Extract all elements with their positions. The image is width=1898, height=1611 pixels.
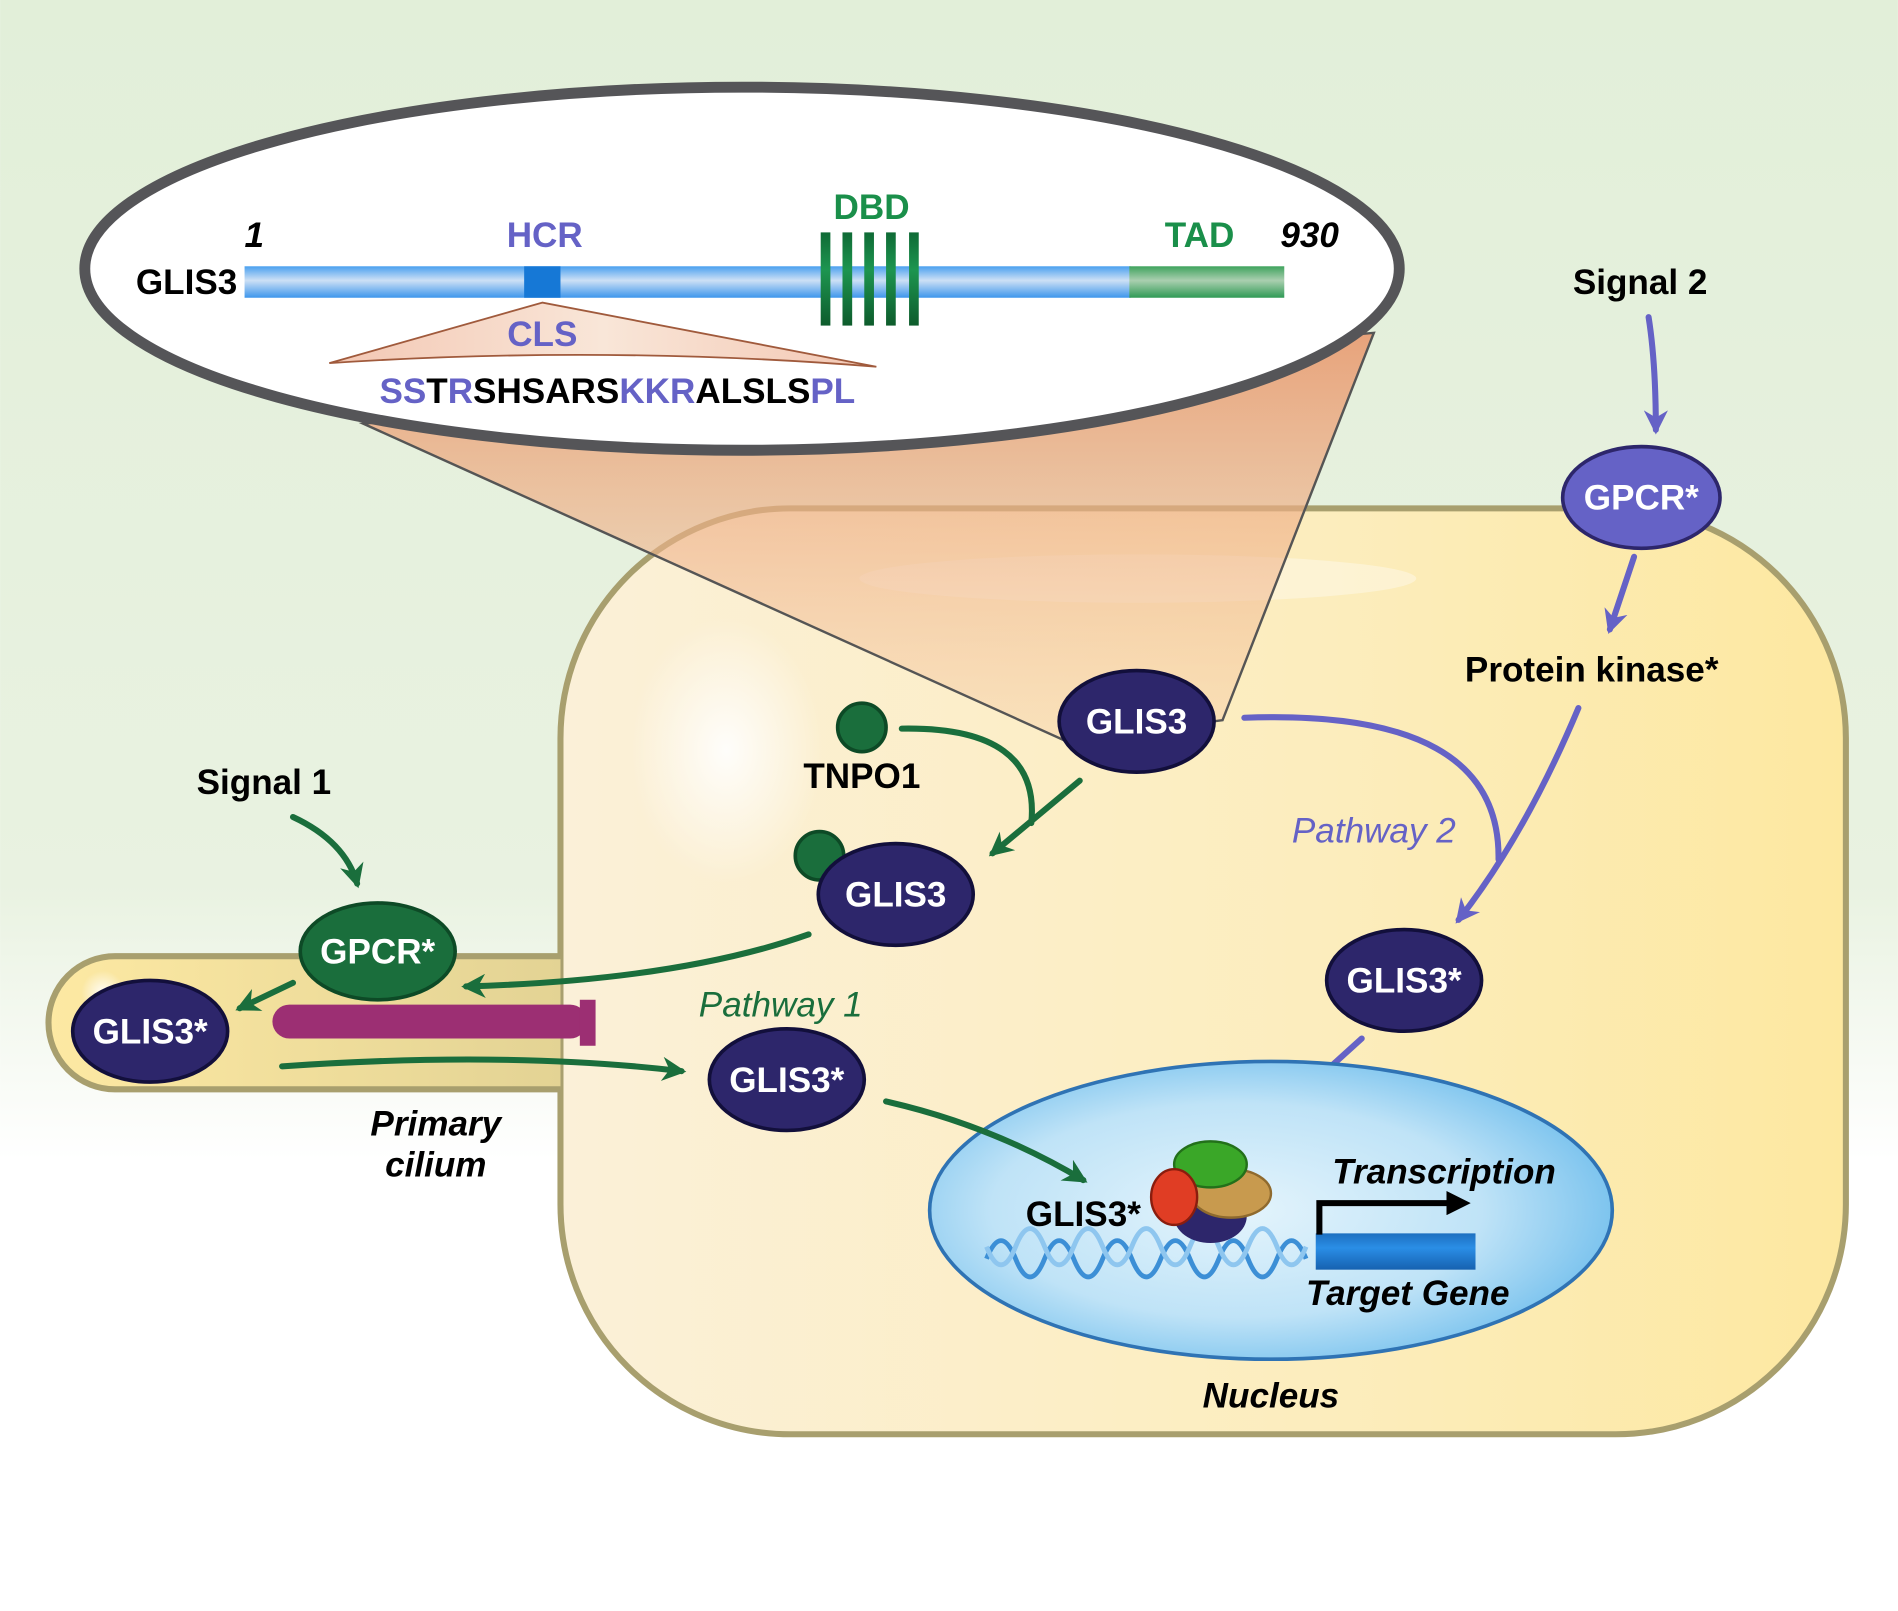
tad-domain [1129, 266, 1285, 298]
gpcr-purple-node: GPCR* [1560, 444, 1722, 551]
glis3-bound-label: GLIS3 [845, 876, 946, 915]
glis3-pathway2-node: GLIS3* [1324, 927, 1484, 1034]
seq-segment: R [448, 372, 473, 411]
primary-cilium-label-2: cilium [385, 1145, 486, 1184]
cls-label: CLS [507, 315, 577, 354]
glis3-cilium-label: GLIS3* [93, 1012, 208, 1051]
seq-segment: SS [379, 372, 426, 411]
inhibition-bar-cap [579, 999, 596, 1046]
glis3-to-dna-green-arrow [883, 1098, 1088, 1184]
tad-label: TAD [1165, 216, 1235, 255]
seq-segment: T [426, 372, 448, 411]
dbd-zinc-fingers [820, 232, 919, 326]
glis3-cilium-node: GLIS3* [70, 978, 230, 1084]
glis3-bound-node: GLIS3 [816, 841, 976, 948]
pathway2-label: Pathway 2 [1292, 811, 1456, 850]
primary-cilium-label-1: Primary [370, 1104, 502, 1143]
pathway1-label: Pathway 1 [699, 986, 863, 1025]
dbd-finger [909, 232, 919, 326]
gpcr-green-node: GPCR* [298, 901, 457, 1002]
glis3-dna-label: GLIS3* [1026, 1195, 1141, 1234]
glis3-pathway1-label: GLIS3* [729, 1061, 844, 1100]
tnpo1-binding-arrow [898, 725, 1035, 827]
protein-name-label: GLIS3 [136, 263, 237, 302]
cilium-exit-arrow [279, 1056, 687, 1081]
complex-red-subunit [1149, 1168, 1199, 1227]
dbd-finger [820, 232, 831, 326]
end-residue-label: 930 [1280, 216, 1339, 255]
glis3-to-cilium-arrow [461, 931, 812, 998]
glis3-pathway1-node: GLIS3* [707, 1026, 867, 1133]
gpcr-purple-label: GPCR* [1584, 479, 1699, 518]
dna-helix [984, 1226, 1309, 1280]
cls-expansion [329, 301, 877, 368]
dna-strand [984, 1226, 1309, 1268]
start-residue-label: 1 [244, 216, 264, 255]
seq-segment: KKR [619, 372, 695, 411]
dbd-finger [886, 232, 896, 326]
glis3-pathway2-label: GLIS3* [1347, 962, 1462, 1001]
target-gene-label: Target Gene [1306, 1274, 1509, 1313]
tnpo1-circle [835, 701, 888, 754]
seq-segment: PL [810, 372, 855, 411]
glis3-domain-map: GLIS3 1 930 HCR DBD TAD CLS SSTRSHSARSKK… [136, 188, 1340, 411]
dna-strand [984, 1238, 1309, 1280]
glis3-import-arrow [988, 777, 1083, 857]
signal1-label: Signal 1 [197, 763, 332, 802]
signal2-arrow [1643, 314, 1668, 435]
inhibition-bar [272, 1004, 588, 1039]
gpcr-to-glis3-arrow [235, 979, 297, 1012]
dbd-finger [864, 232, 874, 326]
protein-kinase-label: Protein kinase* [1465, 650, 1719, 689]
kinase-to-glis3-arrow [1455, 705, 1582, 924]
cls-sequence: SSTRSHSARSKKRALSLSPL [379, 372, 855, 411]
protein-backbone [244, 266, 1131, 298]
glis3-top-label: GLIS3 [1086, 702, 1187, 741]
transcription-label: Transcription [1332, 1153, 1556, 1192]
nucleus [927, 1059, 1615, 1362]
glis3-top-node: GLIS3 [1057, 668, 1216, 775]
seq-segment: ALSLS [695, 372, 810, 411]
nucleus-label: Nucleus [1203, 1377, 1340, 1416]
hcr-domain [524, 266, 561, 298]
cell-glow [629, 617, 824, 884]
gpcr-green-label: GPCR* [320, 932, 435, 971]
seq-segment: SHSARS [473, 372, 619, 411]
gpcr-to-kinase-arrow [1604, 553, 1638, 634]
complex-green-subunit [1172, 1140, 1248, 1189]
dbd-finger [842, 232, 853, 326]
hcr-label: HCR [507, 216, 583, 255]
signal2-label: Signal 2 [1573, 263, 1708, 302]
transcription-start-arrow [1316, 1191, 1471, 1235]
tnpo1-label: TNPO1 [803, 757, 920, 796]
dbd-label: DBD [834, 188, 910, 227]
pathway2-arrow [1241, 714, 1502, 863]
signal1-arrow [289, 813, 364, 889]
target-gene-block [1315, 1233, 1476, 1270]
